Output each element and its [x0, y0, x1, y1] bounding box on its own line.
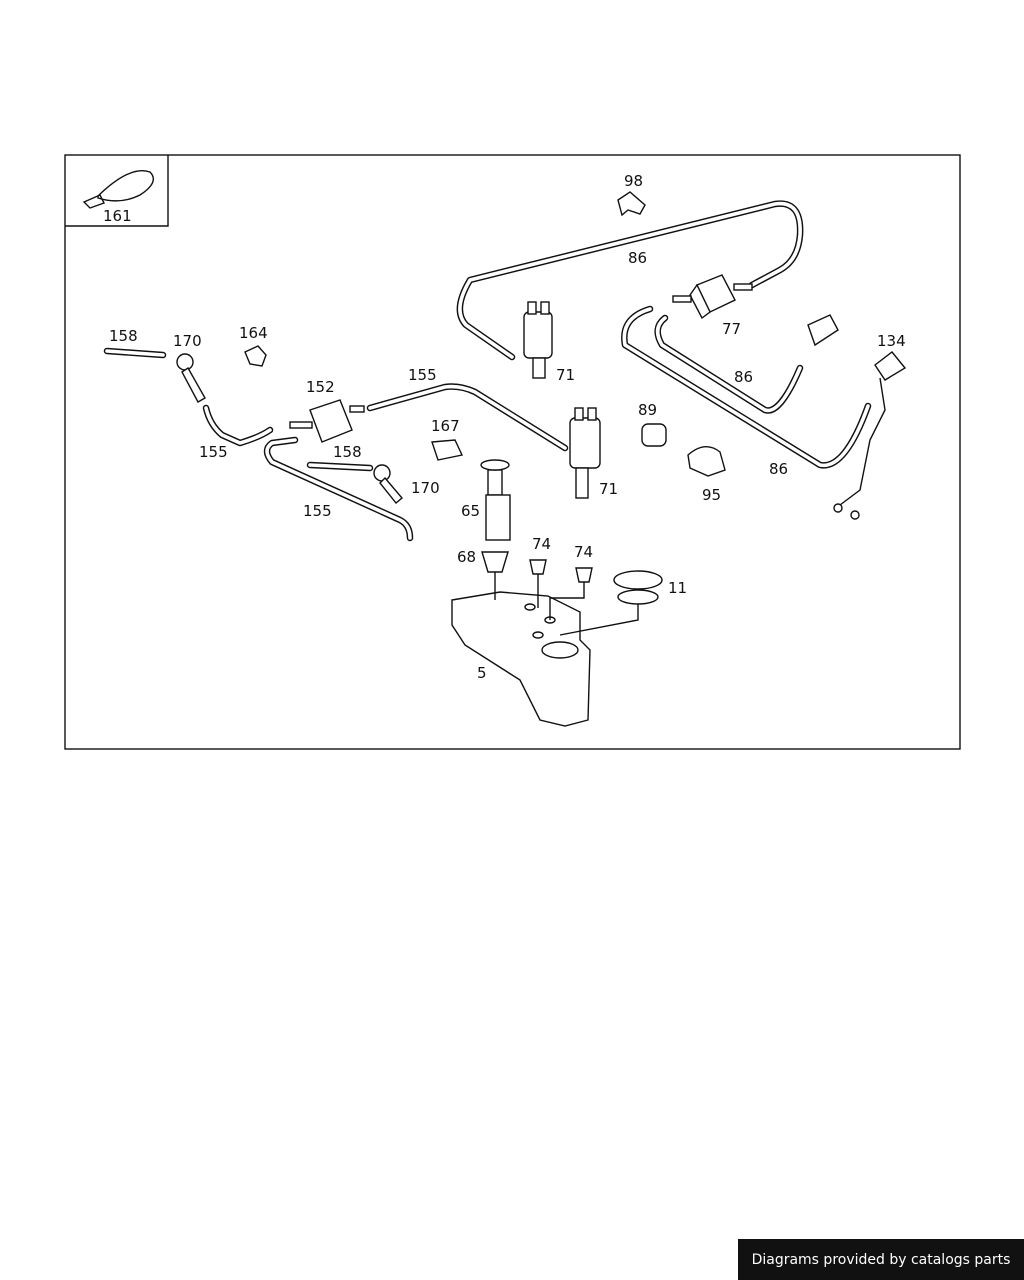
check-valve-upper-icon [176, 353, 206, 403]
label-95: 95 [702, 486, 721, 504]
label-86-middle: 86 [734, 368, 753, 386]
label-86-lower: 86 [769, 460, 788, 478]
washer-reservoir-icon [451, 591, 591, 727]
label-65: 65 [461, 502, 480, 520]
label-155-upper: 155 [408, 366, 437, 384]
footer-credit: Diagrams provided by catalogs parts [738, 1239, 1024, 1280]
part-labels: 161 98 86 77 86 86 134 158 170 164 152 1… [103, 172, 906, 682]
nozzle-part-icon [807, 314, 839, 347]
label-167: 167 [431, 417, 460, 435]
tank-cap-icon [613, 570, 663, 605]
inset-box [65, 155, 169, 227]
label-158-lower: 158 [333, 443, 362, 461]
label-11: 11 [668, 579, 687, 597]
washer-nozzle-icon [833, 351, 907, 520]
check-valve-lower-icon [373, 464, 403, 504]
label-5: 5 [477, 664, 487, 682]
sleeve-icon [641, 423, 667, 447]
grommet-small-b-icon [575, 567, 593, 583]
bracket-clip-icon [431, 439, 464, 461]
inline-filter-left-icon [289, 399, 365, 443]
leader-lines [494, 572, 639, 636]
hose-clamp-icon [687, 446, 726, 477]
label-86-top: 86 [628, 249, 647, 267]
label-89: 89 [638, 401, 657, 419]
label-71-lower: 71 [599, 480, 618, 498]
washer-pump-upper-icon [523, 301, 553, 379]
label-170-lower: 170 [411, 479, 440, 497]
grommet-icon [481, 551, 509, 573]
label-74-right: 74 [574, 543, 593, 561]
label-161: 161 [103, 207, 132, 225]
hose-lines [103, 200, 872, 542]
filler-neck-icon [480, 459, 511, 541]
label-155-left: 155 [199, 443, 228, 461]
label-152: 152 [306, 378, 335, 396]
label-98: 98 [624, 172, 643, 190]
label-158-upper: 158 [109, 327, 138, 345]
washer-pump-lower-icon [569, 407, 601, 499]
inline-filter-icon [672, 274, 753, 320]
clip-icon [617, 191, 646, 217]
diagram-frame [64, 154, 961, 750]
label-134: 134 [877, 332, 906, 350]
label-68: 68 [457, 548, 476, 566]
label-77: 77 [722, 320, 741, 338]
label-71-upper: 71 [556, 366, 575, 384]
clamp-icon [244, 345, 267, 367]
label-155-lower: 155 [303, 502, 332, 520]
label-164: 164 [239, 324, 268, 342]
label-170-upper: 170 [173, 332, 202, 350]
label-74-left: 74 [532, 535, 551, 553]
cable-tie-icon [82, 170, 154, 209]
grommet-small-a-icon [529, 559, 547, 575]
